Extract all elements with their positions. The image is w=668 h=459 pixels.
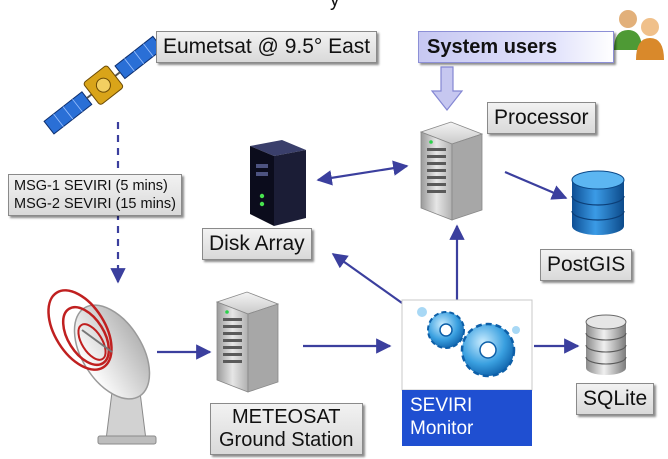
- ground-station-line-2: Ground Station: [219, 429, 354, 451]
- monitor-to-disk-array-arrow: [331, 253, 403, 304]
- ground-station-server-icon: [215, 291, 280, 393]
- feeds-label: MSG-1 SEVIRI (5 mins) MSG-2 SEVIRI (15 m…: [8, 174, 182, 216]
- processor-label: Processor: [487, 102, 596, 134]
- postgis-label: PostGIS: [540, 249, 633, 281]
- feed-line-1: MSG-1 SEVIRI (5 mins): [14, 178, 168, 194]
- gears-icon: [417, 307, 520, 378]
- sqlite-database-icon: [585, 314, 627, 375]
- seviri-monitor-label: SEVIRI Monitor: [402, 390, 532, 446]
- users-label: System users: [418, 31, 614, 63]
- satellite-icon: [43, 35, 164, 135]
- ground-station-label: METEOSAT Ground Station: [210, 403, 363, 455]
- postgis-database-icon: [571, 170, 625, 235]
- processor-to-postgis-arrow: [504, 170, 568, 200]
- ground-station-line-1: METEOSAT: [232, 406, 341, 428]
- top-cropped-text: y: [330, 0, 340, 11]
- disk-array-icon: [250, 140, 306, 226]
- monitor-line-2: Monitor: [410, 418, 474, 439]
- disk-array-label: Disk Array: [202, 228, 312, 260]
- users-to-processor-arrow: [430, 66, 464, 111]
- processor-server-icon: [419, 121, 484, 221]
- processor-disk-array-arrow: [316, 160, 409, 186]
- satellite-dish-icon: [47, 289, 157, 445]
- satellite-label: Eumetsat @ 9.5° East: [156, 31, 378, 63]
- seviri-monitor-panel: [401, 299, 533, 391]
- feed-line-2: MSG-2 SEVIRI (15 mins): [14, 196, 176, 212]
- sqlite-label: SQLite: [576, 383, 655, 415]
- users-icon: [614, 10, 664, 60]
- monitor-line-1: SEVIRI: [410, 395, 473, 416]
